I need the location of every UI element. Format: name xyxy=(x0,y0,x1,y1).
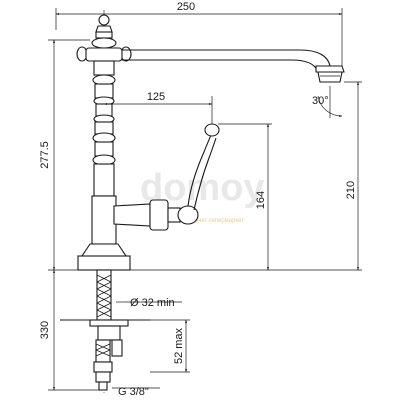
lever-handle xyxy=(113,123,220,231)
dim-thread: G 3/8" xyxy=(118,386,149,398)
dim-max-thickness: 52 max xyxy=(173,327,185,364)
dimension-lines xyxy=(48,8,362,391)
dim-total-height: 277.5 xyxy=(39,141,51,169)
dim-lever-height: 164 xyxy=(255,191,267,209)
dim-rotation-angle: 30° xyxy=(312,95,329,107)
dimension-labels: 250 277.5 330 125 164 210 30° Ø 32 min 5… xyxy=(39,1,357,398)
dim-handle-offset: 125 xyxy=(147,91,165,103)
dim-spout-reach: 250 xyxy=(177,1,195,13)
dim-spout-height: 210 xyxy=(345,181,357,199)
spout xyxy=(122,49,345,83)
watermark-tagline: интернет-гипермаркет xyxy=(182,218,244,224)
mounting-assembly xyxy=(60,269,150,391)
dim-hole-diameter: Ø 32 min xyxy=(130,297,175,309)
finial xyxy=(76,14,132,62)
faucet-body xyxy=(77,60,131,271)
dim-overall-height: 330 xyxy=(39,321,51,339)
